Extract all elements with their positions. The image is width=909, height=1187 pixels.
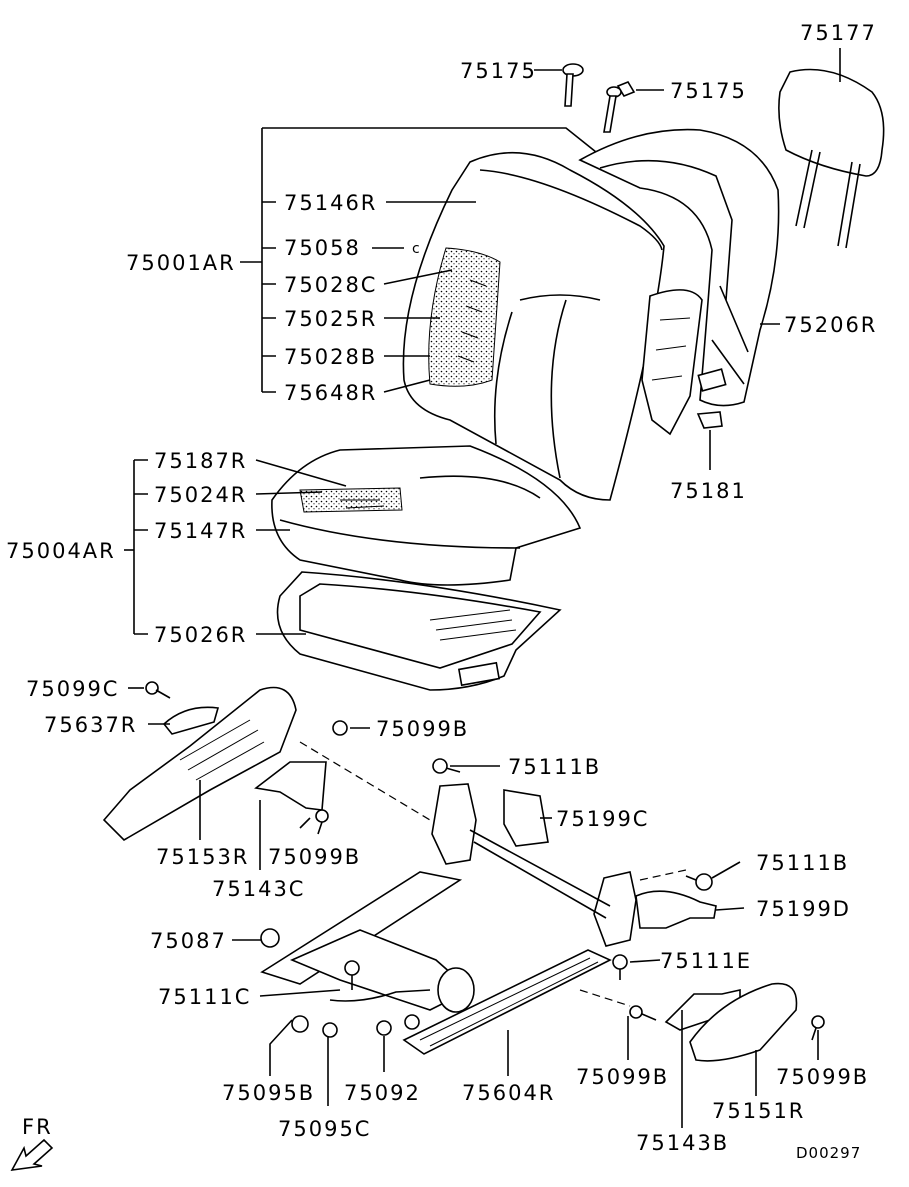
- label-75181: 75181: [670, 479, 747, 503]
- headrest: [778, 68, 885, 249]
- label-75092: 75092: [344, 1081, 421, 1105]
- label-75111C: 75111C: [158, 985, 251, 1009]
- label-75099C: 75099C: [26, 677, 119, 701]
- label-75206R: 75206R: [784, 313, 877, 337]
- part-labels: 75177 75175 75175 75001AR 75146R 75058 7…: [6, 21, 877, 1155]
- label-75001AR: 75001AR: [126, 251, 236, 275]
- label-75146R: 75146R: [284, 191, 377, 215]
- label-75637R: 75637R: [44, 713, 137, 737]
- label-75095B: 75095B: [222, 1081, 315, 1105]
- label-75147R: 75147R: [154, 519, 247, 543]
- label-75058: 75058: [284, 236, 361, 260]
- leader-lines: [124, 48, 841, 1128]
- label-75004AR: 75004AR: [6, 539, 116, 563]
- label-75175-right: 75175: [670, 79, 747, 103]
- label-75026R: 75026R: [154, 623, 247, 647]
- headrest-guide-right: [603, 81, 636, 133]
- bracket-75143C: [254, 761, 327, 811]
- label-75099B-lower-left: 75099B: [576, 1065, 669, 1089]
- label-75199C: 75199C: [556, 807, 649, 831]
- cover-75153R: [102, 686, 297, 842]
- seatback-frame: [578, 128, 780, 407]
- clip-75181: [696, 411, 723, 429]
- label-75187R: 75187R: [154, 449, 247, 473]
- label-75175-left: 75175: [460, 59, 537, 83]
- label-75143B: 75143B: [636, 1131, 729, 1155]
- bracket-75199D: [635, 890, 717, 929]
- label-75025R: 75025R: [284, 307, 377, 331]
- label-75151R: 75151R: [712, 1099, 805, 1123]
- label-75111E: 75111E: [660, 949, 752, 973]
- label-75028C: 75028C: [284, 273, 377, 297]
- label-75095C: 75095C: [278, 1117, 371, 1141]
- cover-75151R: [689, 982, 798, 1062]
- label-75604R: 75604R: [462, 1081, 555, 1105]
- seatback-cushion: [402, 151, 665, 501]
- front-direction-indicator: FR: [10, 1115, 54, 1172]
- label-75099B-lower-right: 75099B: [776, 1065, 869, 1089]
- label-75028B: 75028B: [284, 345, 377, 369]
- label-75111B-top: 75111B: [508, 755, 601, 779]
- label-75111B-right: 75111B: [756, 851, 849, 875]
- seatback-side-bracket: [641, 289, 703, 436]
- label-75648R: 75648R: [284, 381, 377, 405]
- label-75087: 75087: [150, 929, 227, 953]
- fasteners: [145, 681, 825, 1041]
- front-direction-label: FR: [22, 1115, 53, 1139]
- label-75143C: 75143C: [212, 877, 305, 901]
- label-75099B-top: 75099B: [376, 717, 469, 741]
- cover-75637R: [162, 706, 220, 735]
- label-75177: 75177: [800, 21, 877, 45]
- drawing-code: D00297: [796, 1144, 861, 1162]
- label-75024R: 75024R: [154, 483, 247, 507]
- headrest-guide-left: [562, 63, 584, 107]
- seat-pan: [276, 571, 562, 691]
- label-75153R: 75153R: [156, 845, 249, 869]
- seat-cushion: [271, 445, 582, 586]
- dashed-guides: [299, 741, 687, 1007]
- label-75099B-mid: 75099B: [268, 845, 361, 869]
- label-75199D: 75199D: [756, 897, 851, 921]
- front-direction-arrow-icon: [10, 1138, 54, 1172]
- bracket-75199C: [503, 789, 549, 847]
- clip-glyph-75058: c: [412, 241, 420, 257]
- seat-track-frame: [260, 783, 637, 1055]
